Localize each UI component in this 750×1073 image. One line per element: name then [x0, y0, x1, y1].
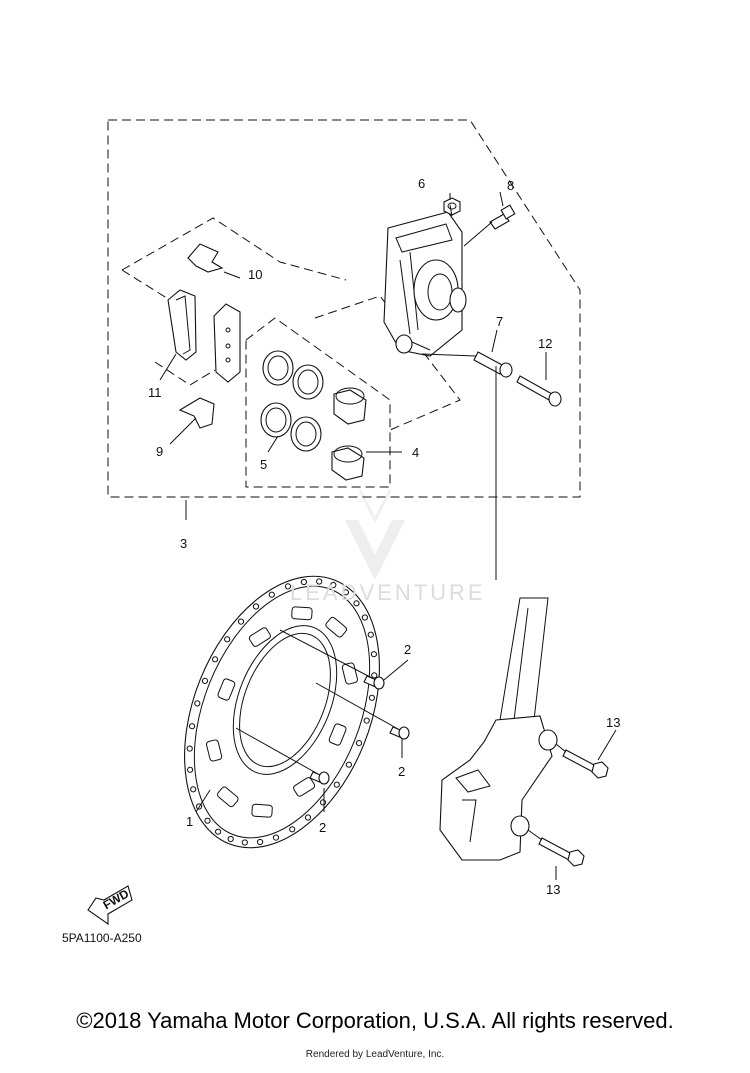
- brake-caliper: [383, 211, 467, 357]
- leader-disc-bolts: [235, 629, 399, 775]
- caliper-piston: [331, 445, 365, 481]
- callout-2: 2: [404, 642, 411, 657]
- brake-pad: [213, 303, 241, 383]
- disc-hole: [186, 745, 193, 752]
- disc-hole: [272, 834, 280, 841]
- watermark-text: LEADVENTURE: [290, 580, 486, 605]
- caliper-piston: [333, 387, 367, 425]
- watermark-logo: [345, 489, 405, 580]
- disc-window: [325, 616, 347, 638]
- disc-hole: [304, 814, 312, 821]
- disc-hole: [368, 694, 375, 701]
- disc-hole: [361, 614, 368, 621]
- piston-seal: [290, 416, 322, 452]
- disc-window: [205, 739, 223, 762]
- disc-hole: [345, 761, 352, 768]
- disc-bolt: [389, 726, 410, 740]
- callout-7: 7: [496, 314, 503, 329]
- disc-window: [251, 803, 273, 818]
- callout-2: 2: [319, 820, 326, 835]
- disc-hole: [212, 656, 219, 663]
- disc-window: [248, 627, 271, 647]
- leader-caliper-parts: [421, 204, 497, 580]
- disc-hole: [201, 677, 209, 685]
- disc-hole: [241, 839, 248, 846]
- front-fork: [439, 597, 558, 861]
- disc-hole: [330, 581, 337, 589]
- disc-hole: [204, 817, 211, 824]
- callout-10: 10: [248, 267, 262, 282]
- callout-1: 1: [186, 814, 193, 829]
- caliper-assembly-boundary: [107, 119, 581, 498]
- callout-11: 11: [148, 385, 162, 400]
- callout-3: 3: [180, 536, 187, 551]
- disc-hole: [194, 700, 201, 707]
- disc-hole: [215, 828, 222, 835]
- disc-hole: [189, 723, 196, 730]
- callout-13: 13: [546, 882, 560, 897]
- callout-8: 8: [507, 178, 514, 193]
- bleed-screw: [489, 204, 516, 230]
- disc-hole: [370, 651, 377, 658]
- disc-hole: [333, 781, 340, 788]
- disc-hole: [196, 803, 203, 810]
- disc-hole: [316, 578, 323, 585]
- disc-hole: [289, 826, 296, 833]
- caliper-nut: [443, 197, 461, 216]
- callout-12: 12: [538, 336, 552, 351]
- callout-9: 9: [156, 444, 163, 459]
- rendered-by-notice: Rendered by LeadVenture, Inc.: [305, 1049, 445, 1060]
- callout-5: 5: [260, 457, 267, 472]
- disc-bolt: [363, 675, 385, 690]
- callout-6: 6: [418, 176, 425, 191]
- piston-seal: [292, 364, 324, 400]
- seal-kit-boundary: [245, 317, 391, 488]
- disc-hole: [268, 591, 275, 598]
- callout-2: 2: [398, 764, 405, 779]
- disc-window: [217, 786, 239, 808]
- disc-bolt: [309, 771, 330, 785]
- caliper-pin: [473, 351, 513, 378]
- disc-window: [291, 606, 313, 621]
- disc-hole: [224, 636, 231, 643]
- disc-window: [293, 777, 316, 797]
- disc-hole: [227, 835, 234, 843]
- disc-hole: [300, 578, 307, 586]
- disc-hole: [319, 799, 327, 806]
- diagram-code: 5PA1100-A250: [62, 931, 142, 945]
- pad-kit-boundary-lower: [121, 269, 216, 386]
- disc-hole: [187, 766, 194, 773]
- disc-hole: [252, 603, 260, 610]
- piston-seal: [262, 350, 294, 386]
- disc-hole: [342, 589, 349, 596]
- pad-support: [178, 397, 215, 429]
- caliper-mount-bolt: [562, 749, 609, 779]
- disc-hole: [257, 838, 264, 846]
- disc-hole: [371, 672, 378, 679]
- piston-seal: [260, 402, 292, 438]
- disc-hole: [367, 631, 374, 638]
- disc-window: [217, 678, 236, 701]
- disc-hole: [237, 618, 245, 625]
- brake-pad: [167, 289, 197, 361]
- caliper-bolt: [516, 375, 562, 407]
- disc-window: [328, 723, 347, 746]
- disc-hole: [355, 740, 363, 747]
- fwd-arrow-icon: FWD: [87, 885, 133, 926]
- caliper-mount-bolt: [538, 837, 585, 867]
- brake-disc: [184, 575, 380, 849]
- pad-kit-boundary: [121, 217, 347, 281]
- copyright-notice: ©2018 Yamaha Motor Corporation, U.S.A. A…: [76, 1008, 674, 1033]
- disc-hole: [363, 717, 370, 724]
- callout-leaders: [159, 191, 617, 880]
- disc-hole: [190, 786, 197, 793]
- disc-hole: [284, 583, 292, 590]
- disc-hole: [353, 600, 360, 607]
- pad-spring: [187, 243, 224, 273]
- callout-4: 4: [412, 445, 419, 460]
- disc-window: [341, 662, 359, 685]
- callout-13: 13: [606, 715, 620, 730]
- leader-mount-bolts: [527, 743, 567, 841]
